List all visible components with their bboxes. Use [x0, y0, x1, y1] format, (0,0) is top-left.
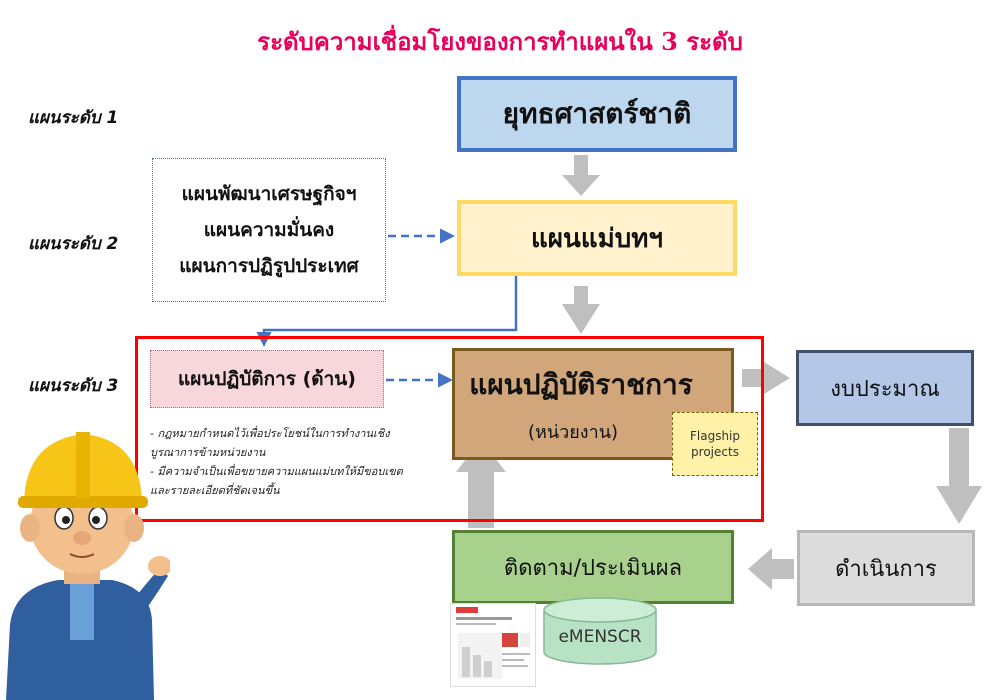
report-thumbnail-icon — [450, 603, 536, 687]
arrow-strategy-to-master — [562, 155, 600, 196]
page-title: ระดับความเชื่อมโยงของการทำแผนใน 3 ระดับ — [257, 27, 743, 56]
monitoring-box: ติดตาม/ประเมินผล — [452, 530, 734, 604]
gov-action-plan-box: แผนปฏิบัติราชการ (หน่วยงาน) — [452, 348, 734, 460]
arrow-master-to-gov — [562, 286, 600, 334]
plan-security: แผนความมั่นคง — [203, 219, 335, 241]
plan-reform: แผนการปฏิรูปประเทศ — [179, 255, 359, 277]
arrow-budget-to-operation — [936, 428, 982, 524]
level2-plans-box: แผนพัฒนาเศรษฐกิจฯ แผนความมั่นคง แผนการปฏ… — [152, 158, 386, 302]
national-strategy-box: ยุทธศาสตร์ชาติ — [457, 76, 737, 152]
sector-plan-box: แผนปฏิบัติการ (ด้าน) — [150, 350, 384, 408]
database-icon — [543, 597, 657, 665]
flagship-projects-note: Flagship projects — [672, 412, 758, 476]
level-3-label: แผนระดับ 3 — [28, 376, 119, 396]
note-1: - กฎหมายกำหนดไว้เพื่อประโยชน์ในการทำงานเ… — [150, 427, 390, 459]
arrow-gov-to-budget — [742, 362, 790, 394]
level-1-label: แผนระดับ 1 — [28, 108, 119, 128]
sector-plan-notes: - กฎหมายกำหนดไว้เพื่อประโยชน์ในการทำงานเ… — [150, 424, 410, 500]
budget-box: งบประมาณ — [796, 350, 974, 426]
note-2: - มีความจำเป็นเพื่อขยายความแผนแม่บทให้มี… — [150, 465, 403, 497]
gov-action-plan-subtitle: (หน่วยงาน) — [527, 421, 619, 443]
level-2-label: แผนระดับ 2 — [28, 234, 119, 254]
plan-economic: แผนพัฒนาเศรษฐกิจฯ — [181, 183, 357, 205]
master-plan-box: แผนแม่บทฯ — [457, 200, 737, 276]
level-3-frame — [135, 336, 764, 522]
gov-action-plan-title: แผนปฏิบัติราชการ — [469, 367, 693, 401]
worker-icon — [6, 432, 170, 700]
arrow-operation-to-monitoring — [748, 548, 794, 590]
emenscr-label: eMENSCR — [558, 627, 642, 647]
operation-box: ดำเนินการ — [797, 530, 975, 606]
